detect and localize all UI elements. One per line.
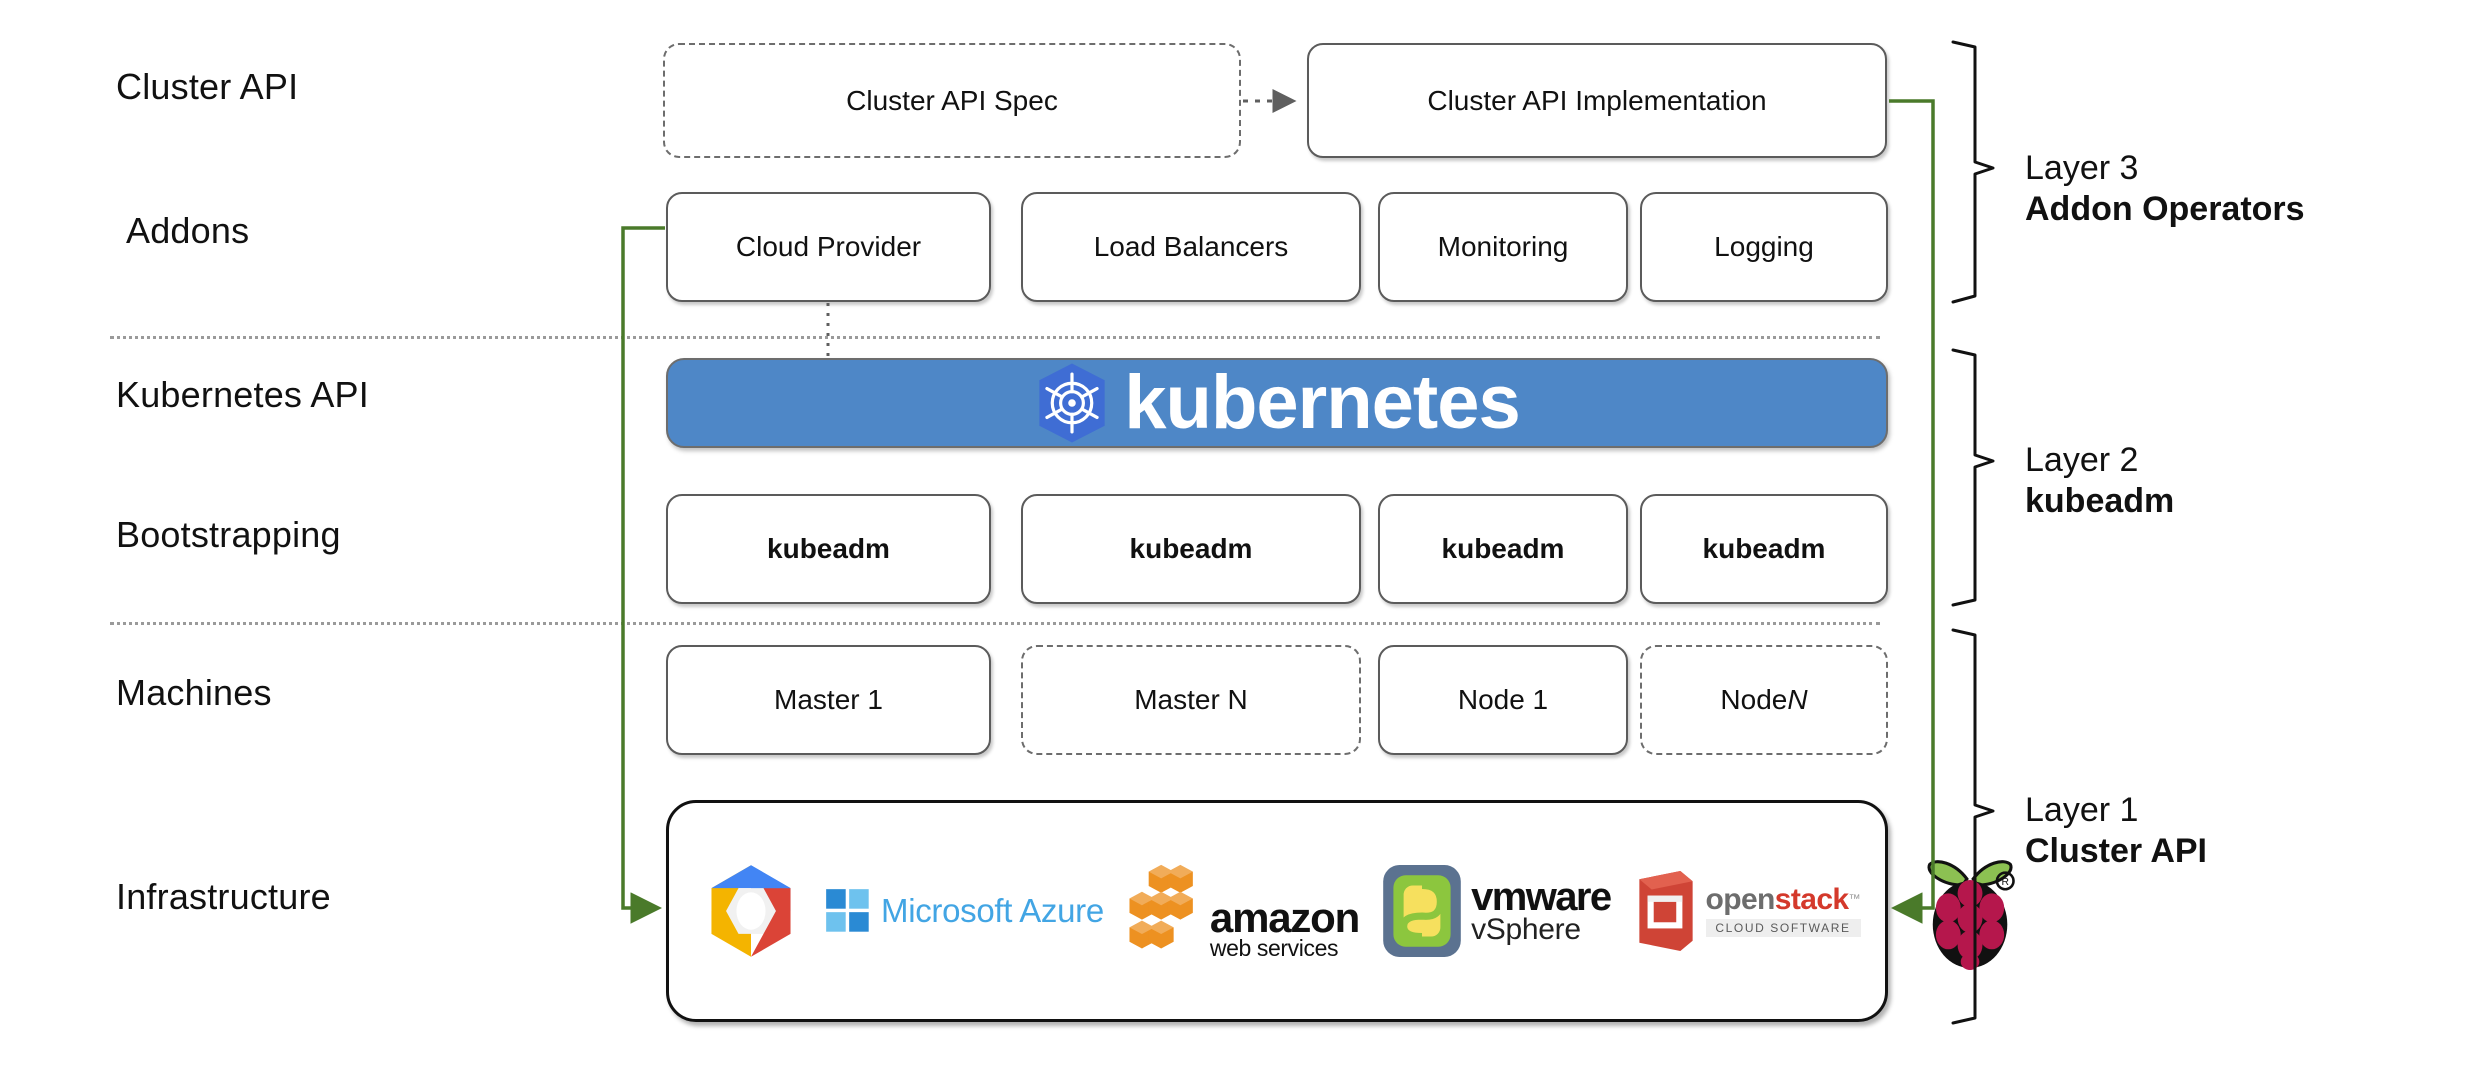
microsoft-azure-label: Microsoft Azure: [881, 892, 1104, 929]
box-label: kubeadm: [767, 533, 890, 564]
box-label: Node 1: [1457, 684, 1549, 715]
box-node-n[interactable]: Node N: [1640, 645, 1888, 755]
row-label-bootstrapping: Bootstrapping: [116, 514, 341, 555]
arrow-clusterapi-to-infrastructure: [1889, 99, 1935, 924]
kubernetes-wordmark: kubernetes: [1124, 360, 1520, 445]
box-master-1[interactable]: Master 1: [666, 645, 991, 755]
layer-label-2: Layer 2 kubeadm: [2025, 440, 2174, 523]
box-label: Load Balancers: [1093, 231, 1289, 262]
open-label: open: [1705, 883, 1776, 916]
kubernetes-bar[interactable]: kubernetes: [666, 358, 1888, 448]
box-cloud-provider[interactable]: Cloud Provider: [666, 192, 991, 302]
svg-text:R: R: [2001, 877, 2008, 888]
vmware-label: vmware: [1471, 874, 1612, 919]
box-master-n[interactable]: Master N: [1021, 645, 1361, 755]
box-label: Cloud Provider: [735, 231, 922, 262]
layer-3-title: Layer 3: [2025, 149, 2139, 187]
box-cluster-api-implementation[interactable]: Cluster API Implementation: [1307, 43, 1887, 158]
amazon-web-services-icon: amazon web services: [1126, 863, 1360, 961]
box-node-1[interactable]: Node 1: [1378, 645, 1628, 755]
box-label: kubeadm: [1129, 533, 1253, 564]
box-logging[interactable]: Logging: [1640, 192, 1888, 302]
arrow-cloudprovider-to-infrastructure: [621, 226, 665, 924]
kubernetes-helm-wheel-icon: [1034, 362, 1110, 444]
microsoft-azure-icon: Microsoft Azure: [825, 888, 1104, 934]
box-label: kubeadm: [1441, 533, 1565, 564]
layer-1-subtitle: Cluster API: [2025, 832, 2208, 871]
box-label: Monitoring: [1437, 231, 1569, 262]
box-kubeadm-2[interactable]: kubeadm: [1021, 494, 1361, 604]
google-cloud-icon: [699, 859, 803, 963]
row-label-machines: Machines: [116, 672, 272, 713]
raspberry-pi-icon: R: [1917, 852, 2021, 970]
layer-2-title: Layer 2: [2025, 441, 2139, 479]
box-label: kubeadm: [1702, 533, 1826, 564]
bracket-layer-2: [1951, 348, 1995, 607]
row-label-cluster-api: Cluster API: [116, 66, 299, 107]
box-label: Master 1: [774, 684, 883, 715]
infrastructure-logo-strip: Microsoft Azure: [669, 803, 2015, 1019]
row-label-infrastructure: Infrastructure: [116, 876, 331, 917]
row-label-kubernetes-api: Kubernetes API: [116, 374, 369, 415]
box-infrastructure[interactable]: Microsoft Azure: [666, 800, 2015, 1022]
amazon-label: amazon: [1209, 894, 1360, 942]
layer-2-subtitle: kubeadm: [2025, 482, 2175, 521]
bracket-layer-3: [1951, 40, 1995, 304]
layer-label-3: Layer 3 Addon Operators: [2025, 148, 2305, 231]
openstack-icon: openstack™ CLOUD SOFTWARE: [1633, 869, 1861, 953]
stack-label: stack: [1774, 883, 1849, 916]
box-label: Master N: [1134, 684, 1248, 715]
box-label: Node: [1720, 684, 1788, 715]
web-services-label: web services: [1209, 934, 1339, 961]
box-load-balancers[interactable]: Load Balancers: [1021, 192, 1361, 302]
cloud-software-label: CLOUD SOFTWARE: [1705, 919, 1861, 937]
box-label: Cluster API Spec: [846, 84, 1058, 116]
layer-label-1: Layer 1 Cluster API: [2025, 790, 2207, 873]
separator-layer3-layer2: [110, 336, 1880, 339]
box-cluster-api-spec[interactable]: Cluster API Spec: [663, 43, 1241, 158]
layer-1-title: Layer 1: [2025, 791, 2139, 829]
trademark-icon: ™: [1848, 891, 1861, 906]
row-label-addons: Addons: [126, 210, 250, 251]
layer-3-subtitle: Addon Operators: [2025, 190, 2305, 229]
box-label: Cluster API Implementation: [1427, 84, 1767, 116]
box-kubeadm-3[interactable]: kubeadm: [1378, 494, 1628, 604]
box-label-italic: N: [1787, 684, 1808, 715]
vsphere-label: vSphere: [1471, 912, 1581, 946]
box-kubeadm-1[interactable]: kubeadm: [666, 494, 991, 604]
box-monitoring[interactable]: Monitoring: [1378, 192, 1628, 302]
vmware-vsphere-icon: vmware vSphere: [1381, 863, 1612, 959]
box-label: Logging: [1714, 231, 1814, 262]
separator-layer2-layer1: [110, 622, 1880, 625]
box-kubeadm-4[interactable]: kubeadm: [1640, 494, 1888, 604]
